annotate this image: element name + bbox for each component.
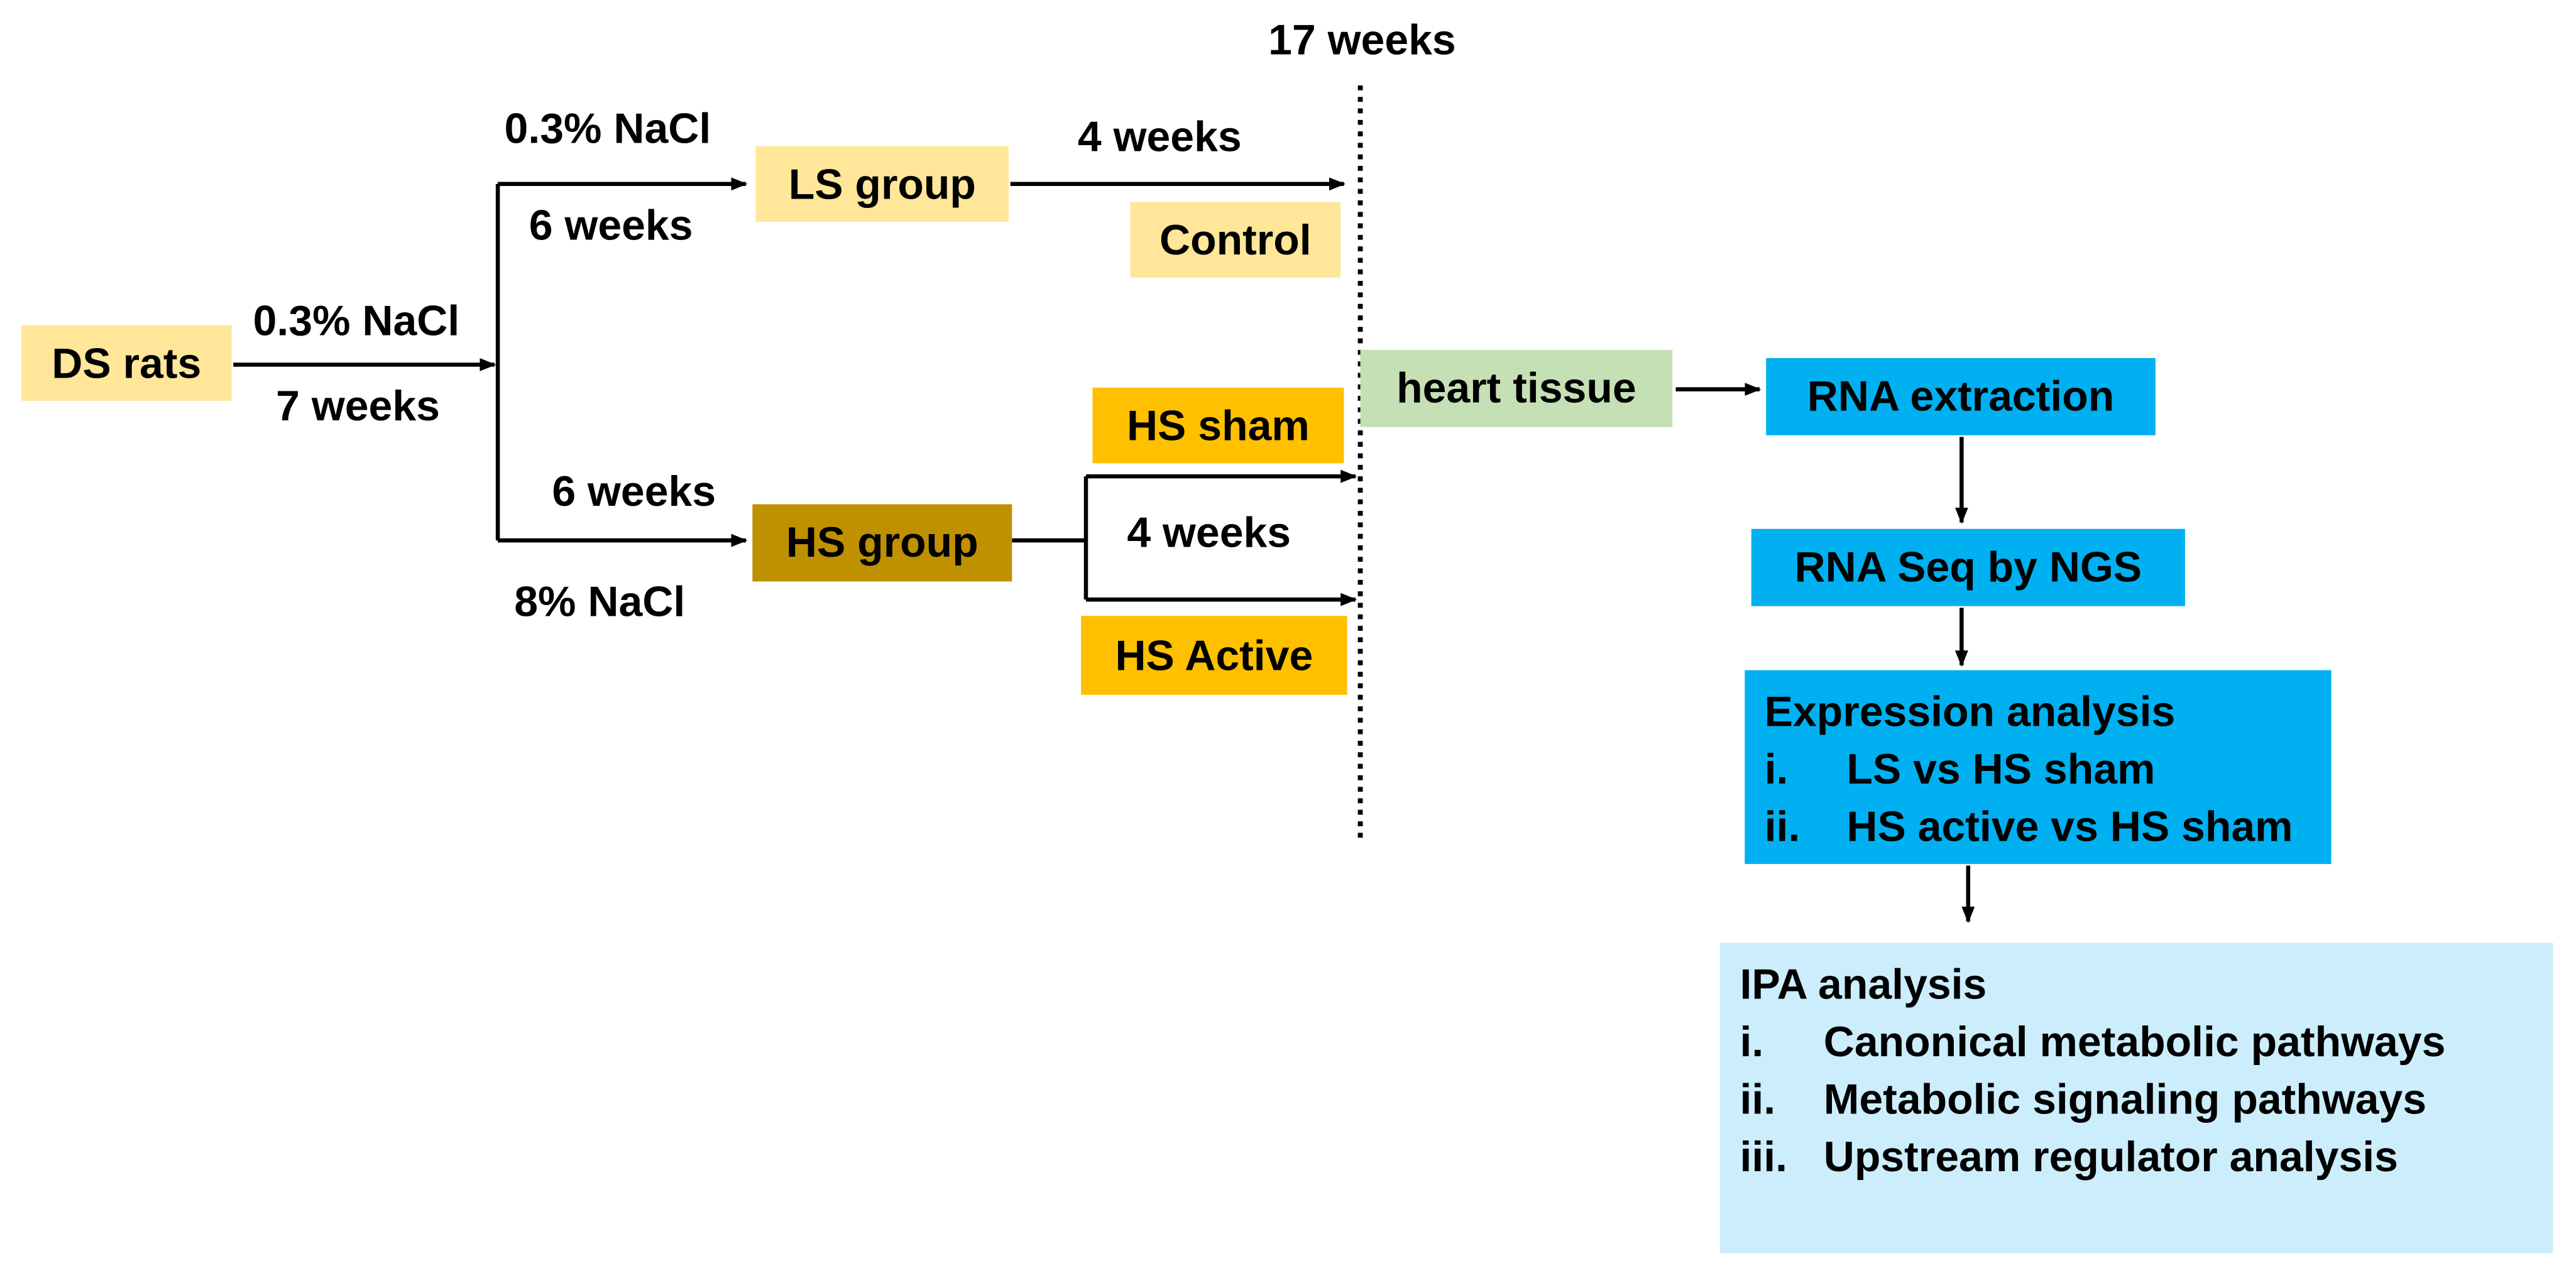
expression-item-1-text: LS vs HS sham xyxy=(1846,744,2156,794)
rna-extraction-box: RNA extraction xyxy=(1766,358,2156,435)
heart-tissue-box: heart tissue xyxy=(1360,349,1673,427)
ipa-item-2-text: Metabolic signaling pathways xyxy=(1823,1074,2427,1124)
ipa-analysis-box: IPA analysis i. Canonical metabolic path… xyxy=(1720,942,2553,1254)
ipa-item-1: i. Canonical metabolic pathways xyxy=(1740,1013,2533,1071)
ls-duration-label: 6 weeks xyxy=(529,200,693,250)
hs-sham-box: HS sham xyxy=(1092,387,1344,464)
hs-group-box: HS group xyxy=(752,504,1012,582)
ipa-item-2-num: ii. xyxy=(1740,1074,1776,1124)
ipa-item-3-text: Upstream regulator analysis xyxy=(1823,1132,2398,1181)
ds-duration-label: 7 weeks xyxy=(276,381,440,430)
hs-salt-label: 8% NaCl xyxy=(514,576,686,626)
expression-item-2-text: HS active vs HS sham xyxy=(1846,801,2293,851)
expression-item-2-num: ii. xyxy=(1764,801,1800,851)
ipa-analysis-title: IPA analysis xyxy=(1740,959,1987,1009)
ipa-item-1-text: Canonical metabolic pathways xyxy=(1823,1017,2446,1066)
ipa-item-3-num: iii. xyxy=(1740,1132,1788,1181)
expression-item-2: ii. HS active vs HS sham xyxy=(1765,799,2312,856)
ls-group-box: LS group xyxy=(755,146,1009,222)
ls-salt-label: 0.3% NaCl xyxy=(504,103,711,153)
expression-item-1-num: i. xyxy=(1764,744,1789,794)
treatment-duration-label: 4 weeks xyxy=(1127,507,1291,557)
ipa-item-3: iii. Upstream regulator analysis xyxy=(1740,1128,2533,1186)
control-box: Control xyxy=(1130,202,1341,278)
rna-seq-box: RNA Seq by NGS xyxy=(1751,528,2185,606)
ipa-item-1-num: i. xyxy=(1740,1017,1764,1066)
hs-duration-label: 6 weeks xyxy=(552,466,716,516)
hs-active-box: HS Active xyxy=(1081,616,1347,695)
ds-salt-label: 0.3% NaCl xyxy=(253,295,460,345)
expression-analysis-box: Expression analysis i. LS vs HS sham ii.… xyxy=(1745,670,2332,865)
expression-item-1: i. LS vs HS sham xyxy=(1765,741,2312,798)
ipa-item-2: ii. Metabolic signaling pathways xyxy=(1740,1071,2533,1128)
expression-analysis-title: Expression analysis xyxy=(1764,686,2176,736)
control-duration-label: 4 weeks xyxy=(1077,111,1242,161)
timepoint-label: 17 weeks xyxy=(1268,14,1456,64)
ds-rats-box: DS rats xyxy=(21,325,232,401)
